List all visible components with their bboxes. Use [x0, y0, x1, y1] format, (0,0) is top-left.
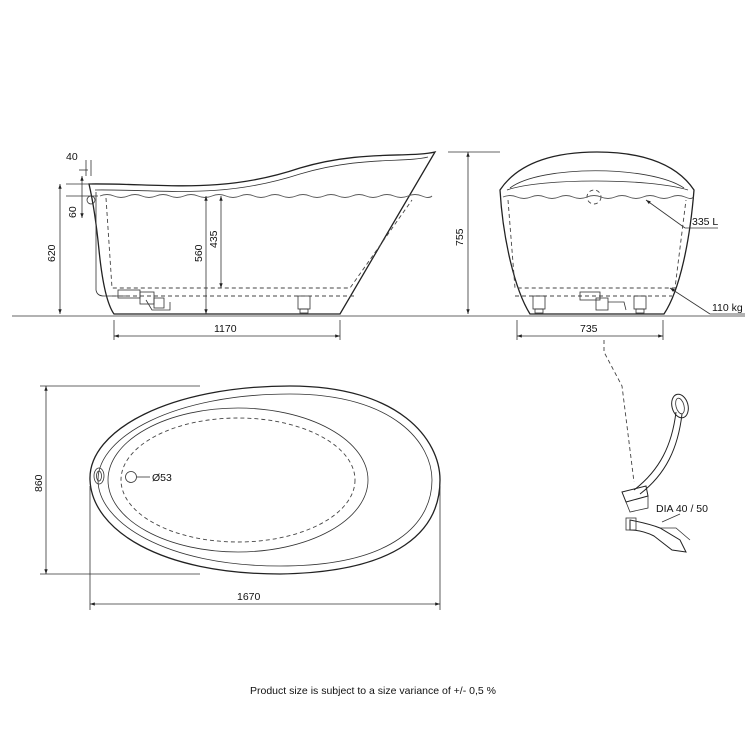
side-inner-basin	[105, 197, 413, 289]
end-view-outline	[499, 151, 695, 315]
side-foot	[297, 295, 311, 310]
volume-label: 335 L	[692, 216, 718, 228]
side-drain	[117, 289, 171, 311]
top-drain	[125, 471, 137, 483]
side-water-line	[99, 194, 433, 198]
dim-435-label: 435	[208, 230, 220, 248]
dim-560-label: 560	[193, 244, 205, 262]
drain-label: Ø53	[152, 472, 172, 484]
dim-755-label: 755	[454, 228, 466, 246]
top-view-outline	[89, 385, 441, 575]
side-view: 40 60 620 560 435 1170	[46, 151, 437, 340]
footer-note: Product size is subject to a size varian…	[250, 685, 496, 697]
drain-trap	[629, 519, 687, 553]
dim-620-label: 620	[46, 244, 58, 262]
side-view-outline	[88, 151, 437, 315]
dim-1170-label: 1170	[214, 323, 237, 335]
end-view: 755 735 335 L 110 kg	[448, 151, 745, 340]
drain-pipe	[633, 411, 677, 491]
dim-40-label: 40	[66, 151, 78, 163]
dim-1670-label: 1670	[237, 591, 261, 603]
top-inner-basin	[107, 407, 369, 553]
dia-label: DIA 40 / 50	[656, 503, 708, 515]
dim-735-label: 735	[580, 323, 598, 335]
drain-detail: DIA 40 / 50	[603, 340, 708, 553]
drain-plug	[621, 485, 649, 503]
overflow-head	[671, 393, 689, 419]
dim-60-label: 60	[67, 206, 79, 218]
dim-860-label: 860	[33, 474, 45, 492]
top-view: Ø53 860 1670	[33, 385, 441, 610]
end-water-line	[502, 195, 694, 199]
weight-label: 110 kg	[712, 302, 743, 314]
